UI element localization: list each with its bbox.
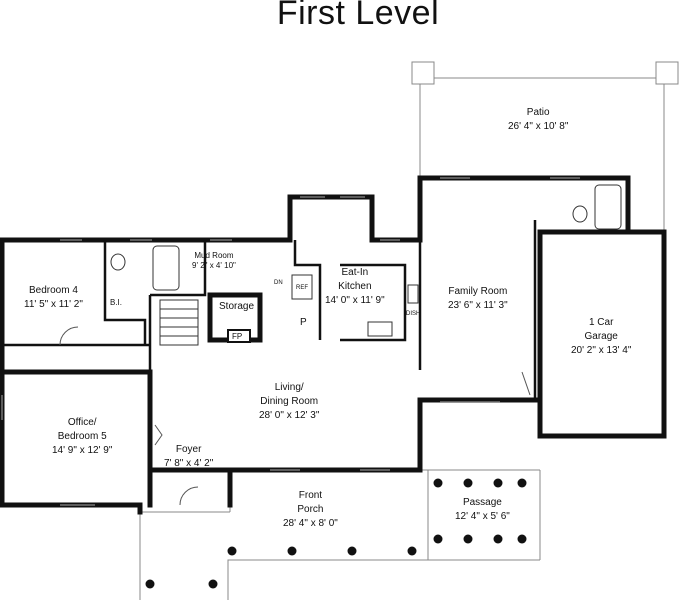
- passage-column: [463, 534, 473, 544]
- passage-column: [493, 534, 503, 544]
- foyer-dims: 7' 8" x 4' 2": [164, 458, 214, 469]
- mudroom-wall: [150, 240, 207, 297]
- dishwasher-label: DISH: [406, 311, 421, 317]
- door-swing: [59, 326, 79, 346]
- storage-name: Storage: [219, 301, 255, 312]
- mud-room-dims: 9' 2" x 4' 10": [192, 261, 236, 270]
- porch-column: [407, 546, 417, 556]
- foyer-name: Foyer: [175, 444, 202, 455]
- pantry-label: P: [300, 317, 307, 328]
- storage-box: [207, 292, 263, 343]
- living-dims: 28' 0" x 12' 3": [259, 410, 320, 421]
- room-label-passage: Passage 12' 4" x 5' 6": [455, 496, 510, 524]
- porch-outline: [139, 469, 541, 600]
- passage-column: [517, 478, 527, 488]
- sink: [407, 284, 419, 304]
- garage-name-2: Garage: [584, 331, 618, 342]
- kitchen-dims: 14' 0" x 11' 9": [325, 295, 385, 306]
- patio-post-right: [655, 61, 679, 85]
- toilet-family: [572, 205, 588, 223]
- room-label-mud-room: Mud Room 9' 2" x 4' 10": [192, 251, 236, 271]
- family-room-name: Family Room: [448, 286, 508, 297]
- room-label-porch: Front Porch 28' 4" x 8' 0": [283, 489, 338, 531]
- door-swing: [521, 371, 531, 396]
- built-in-label: B.I.: [110, 298, 123, 307]
- room-label-garage: 1 Car Garage 20' 2" x 13' 4": [571, 316, 631, 358]
- passage-column: [493, 478, 503, 488]
- patio-name: Patio: [526, 107, 550, 118]
- porch-column: [347, 546, 357, 556]
- kitchen-name-1: Eat-In: [341, 267, 369, 278]
- room-label-foyer: Foyer 7' 8" x 4' 2": [164, 443, 213, 471]
- passage-name: Passage: [462, 497, 502, 508]
- toilet-bedroom: [110, 253, 126, 271]
- exterior-wall-foyer: [147, 467, 233, 508]
- room-label-bedroom4: Bedroom 4 11' 5" x 11' 2": [24, 284, 83, 312]
- bathtub-bedroom: [152, 245, 180, 291]
- room-label-storage: Storage: [219, 300, 254, 314]
- mud-room-name: Mud Room: [194, 251, 234, 260]
- fireplace: [227, 329, 251, 343]
- office-name-2: Bedroom 5: [57, 431, 107, 442]
- bedroom4-wall: [103, 240, 147, 345]
- living-name-2: Dining Room: [260, 396, 319, 407]
- living-name-1: Living/: [274, 382, 304, 393]
- bedroom4-name: Bedroom 4: [29, 285, 78, 296]
- porch-column: [145, 579, 155, 589]
- down-label: DN: [274, 280, 283, 286]
- patio-post-left: [411, 61, 435, 85]
- office-dims: 14' 9" x 12' 9": [52, 445, 113, 456]
- room-label-living: Living/ Dining Room 28' 0" x 12' 3": [259, 381, 319, 423]
- porch-name-2: Porch: [297, 504, 324, 515]
- kitchen-name-2: Kitchen: [338, 281, 372, 292]
- bedroom4-dims: 11' 5" x 11' 2": [24, 299, 83, 310]
- room-label-office: Office/ Bedroom 5 14' 9" x 12' 9": [52, 416, 112, 458]
- porch-dims: 28' 4" x 8' 0": [283, 518, 338, 529]
- patio-dims: 26' 4" x 10' 8": [508, 121, 569, 132]
- porch-column: [208, 579, 218, 589]
- porch-name-1: Front: [298, 490, 323, 501]
- room-label-kitchen: Eat-In Kitchen 14' 0" x 11' 9": [325, 266, 385, 308]
- passage-dims: 12' 4" x 5' 6": [455, 511, 510, 522]
- kitchen-wall: [293, 240, 322, 340]
- passage-column: [433, 478, 443, 488]
- porch-column: [287, 546, 297, 556]
- exterior-wall-south-left: [0, 502, 143, 515]
- stairs: [159, 299, 199, 346]
- door-swing: [179, 486, 199, 506]
- garage-name-1: 1 Car: [588, 317, 614, 328]
- refrigerator-label: REF: [296, 285, 308, 291]
- door-swing: [154, 424, 163, 446]
- kitchen-counter: [340, 263, 407, 342]
- room-label-family-room: Family Room 23' 6" x 11' 3": [448, 285, 508, 313]
- passage-column: [433, 534, 443, 544]
- garage-wall: [537, 229, 667, 439]
- porch-column: [227, 546, 237, 556]
- passage-column: [463, 478, 473, 488]
- fireplace-label: FP: [232, 332, 243, 341]
- room-label-patio: Patio 26' 4" x 10' 8": [508, 106, 568, 134]
- plan-title: First Level: [276, 0, 440, 32]
- family-room-dims: 23' 6" x 11' 3": [448, 300, 508, 311]
- refrigerator: [291, 274, 313, 300]
- passage-column: [517, 534, 527, 544]
- range: [367, 321, 393, 337]
- office-name-1: Office/: [67, 417, 97, 428]
- bathtub-family: [594, 184, 622, 230]
- garage-dims: 20' 2" x 13' 4": [571, 345, 632, 356]
